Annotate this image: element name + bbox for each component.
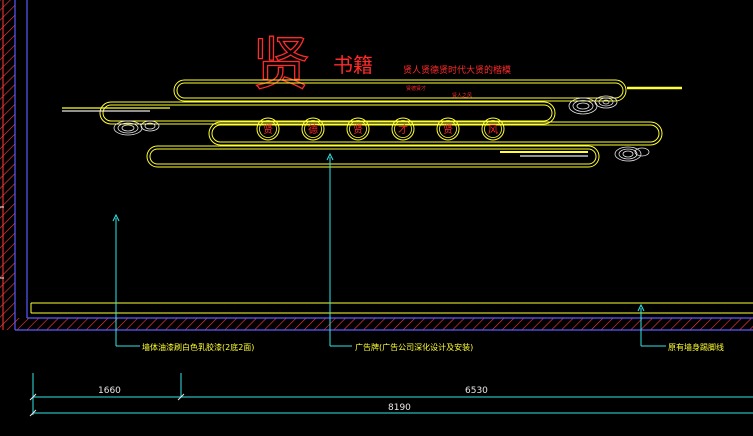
circle-badge: 才 (391, 117, 415, 141)
dimension-right: 6530 (465, 386, 488, 396)
spiral-right-bottom (614, 146, 650, 162)
small-label-right: 贤人之风 (452, 92, 472, 99)
spiral-left (113, 120, 160, 136)
subtitle-text: 书籍 (333, 53, 373, 77)
circle-badge: 德 (301, 117, 325, 141)
circle-badge-char: 贤 (353, 124, 363, 136)
circle-badge: 贤 (256, 117, 280, 141)
circle-badge: 贤 (346, 117, 370, 141)
capsule-bar-4 (146, 145, 600, 168)
decorative-spirals (113, 95, 650, 162)
title-group: 贤 书籍 贤人贤德贤时代大贤的楷模 贤德贤才 贤人之风 (251, 29, 511, 99)
floor-section (15, 302, 753, 331)
left-edge-ticks (0, 206, 4, 279)
circle-badge: 贤 (436, 117, 460, 141)
circle-badge-char: 贤 (263, 124, 273, 136)
small-label-left: 贤德贤才 (406, 85, 426, 92)
capsule-bar-3 (208, 121, 663, 146)
callout-label-wall-paint: 墙体油漆刷白色乳胶漆(2底2面) (142, 342, 254, 352)
callout-label-signboard: 广告牌(广告公司深化设计及安装) (355, 342, 473, 352)
big-character: 贤 (252, 30, 310, 98)
dimension-total: 8190 (388, 403, 411, 413)
callout-label-baseboard: 原有墙身踢脚线 (668, 342, 724, 352)
sign-capsule-bars (99, 79, 663, 168)
callout-labels: 墙体油漆刷白色乳胶漆(2底2面) 广告牌(广告公司深化设计及安装) 原有墙身踢脚… (142, 342, 724, 352)
decorative-lines (62, 86, 682, 157)
callouts (112, 152, 666, 347)
circle-badge: 风 (481, 117, 505, 141)
spiral-right-top (568, 95, 618, 115)
capsule-bar-1 (173, 79, 627, 102)
circle-badge-char: 德 (308, 123, 318, 136)
circle-badges: 贤德贤才贤风 (256, 117, 505, 141)
capsule-bar-2 (99, 101, 556, 125)
left-wall-section (0, 0, 28, 330)
caption-text: 贤人贤德贤时代大贤的楷模 (403, 64, 511, 76)
dimension-left: 1660 (98, 386, 121, 396)
circle-badge-char: 贤 (443, 124, 453, 136)
dimension-lines (29, 373, 753, 417)
dimension-labels: 1660 6530 8190 (98, 386, 488, 413)
circle-badge-char: 风 (488, 124, 498, 136)
circle-badge-char: 才 (398, 123, 408, 136)
